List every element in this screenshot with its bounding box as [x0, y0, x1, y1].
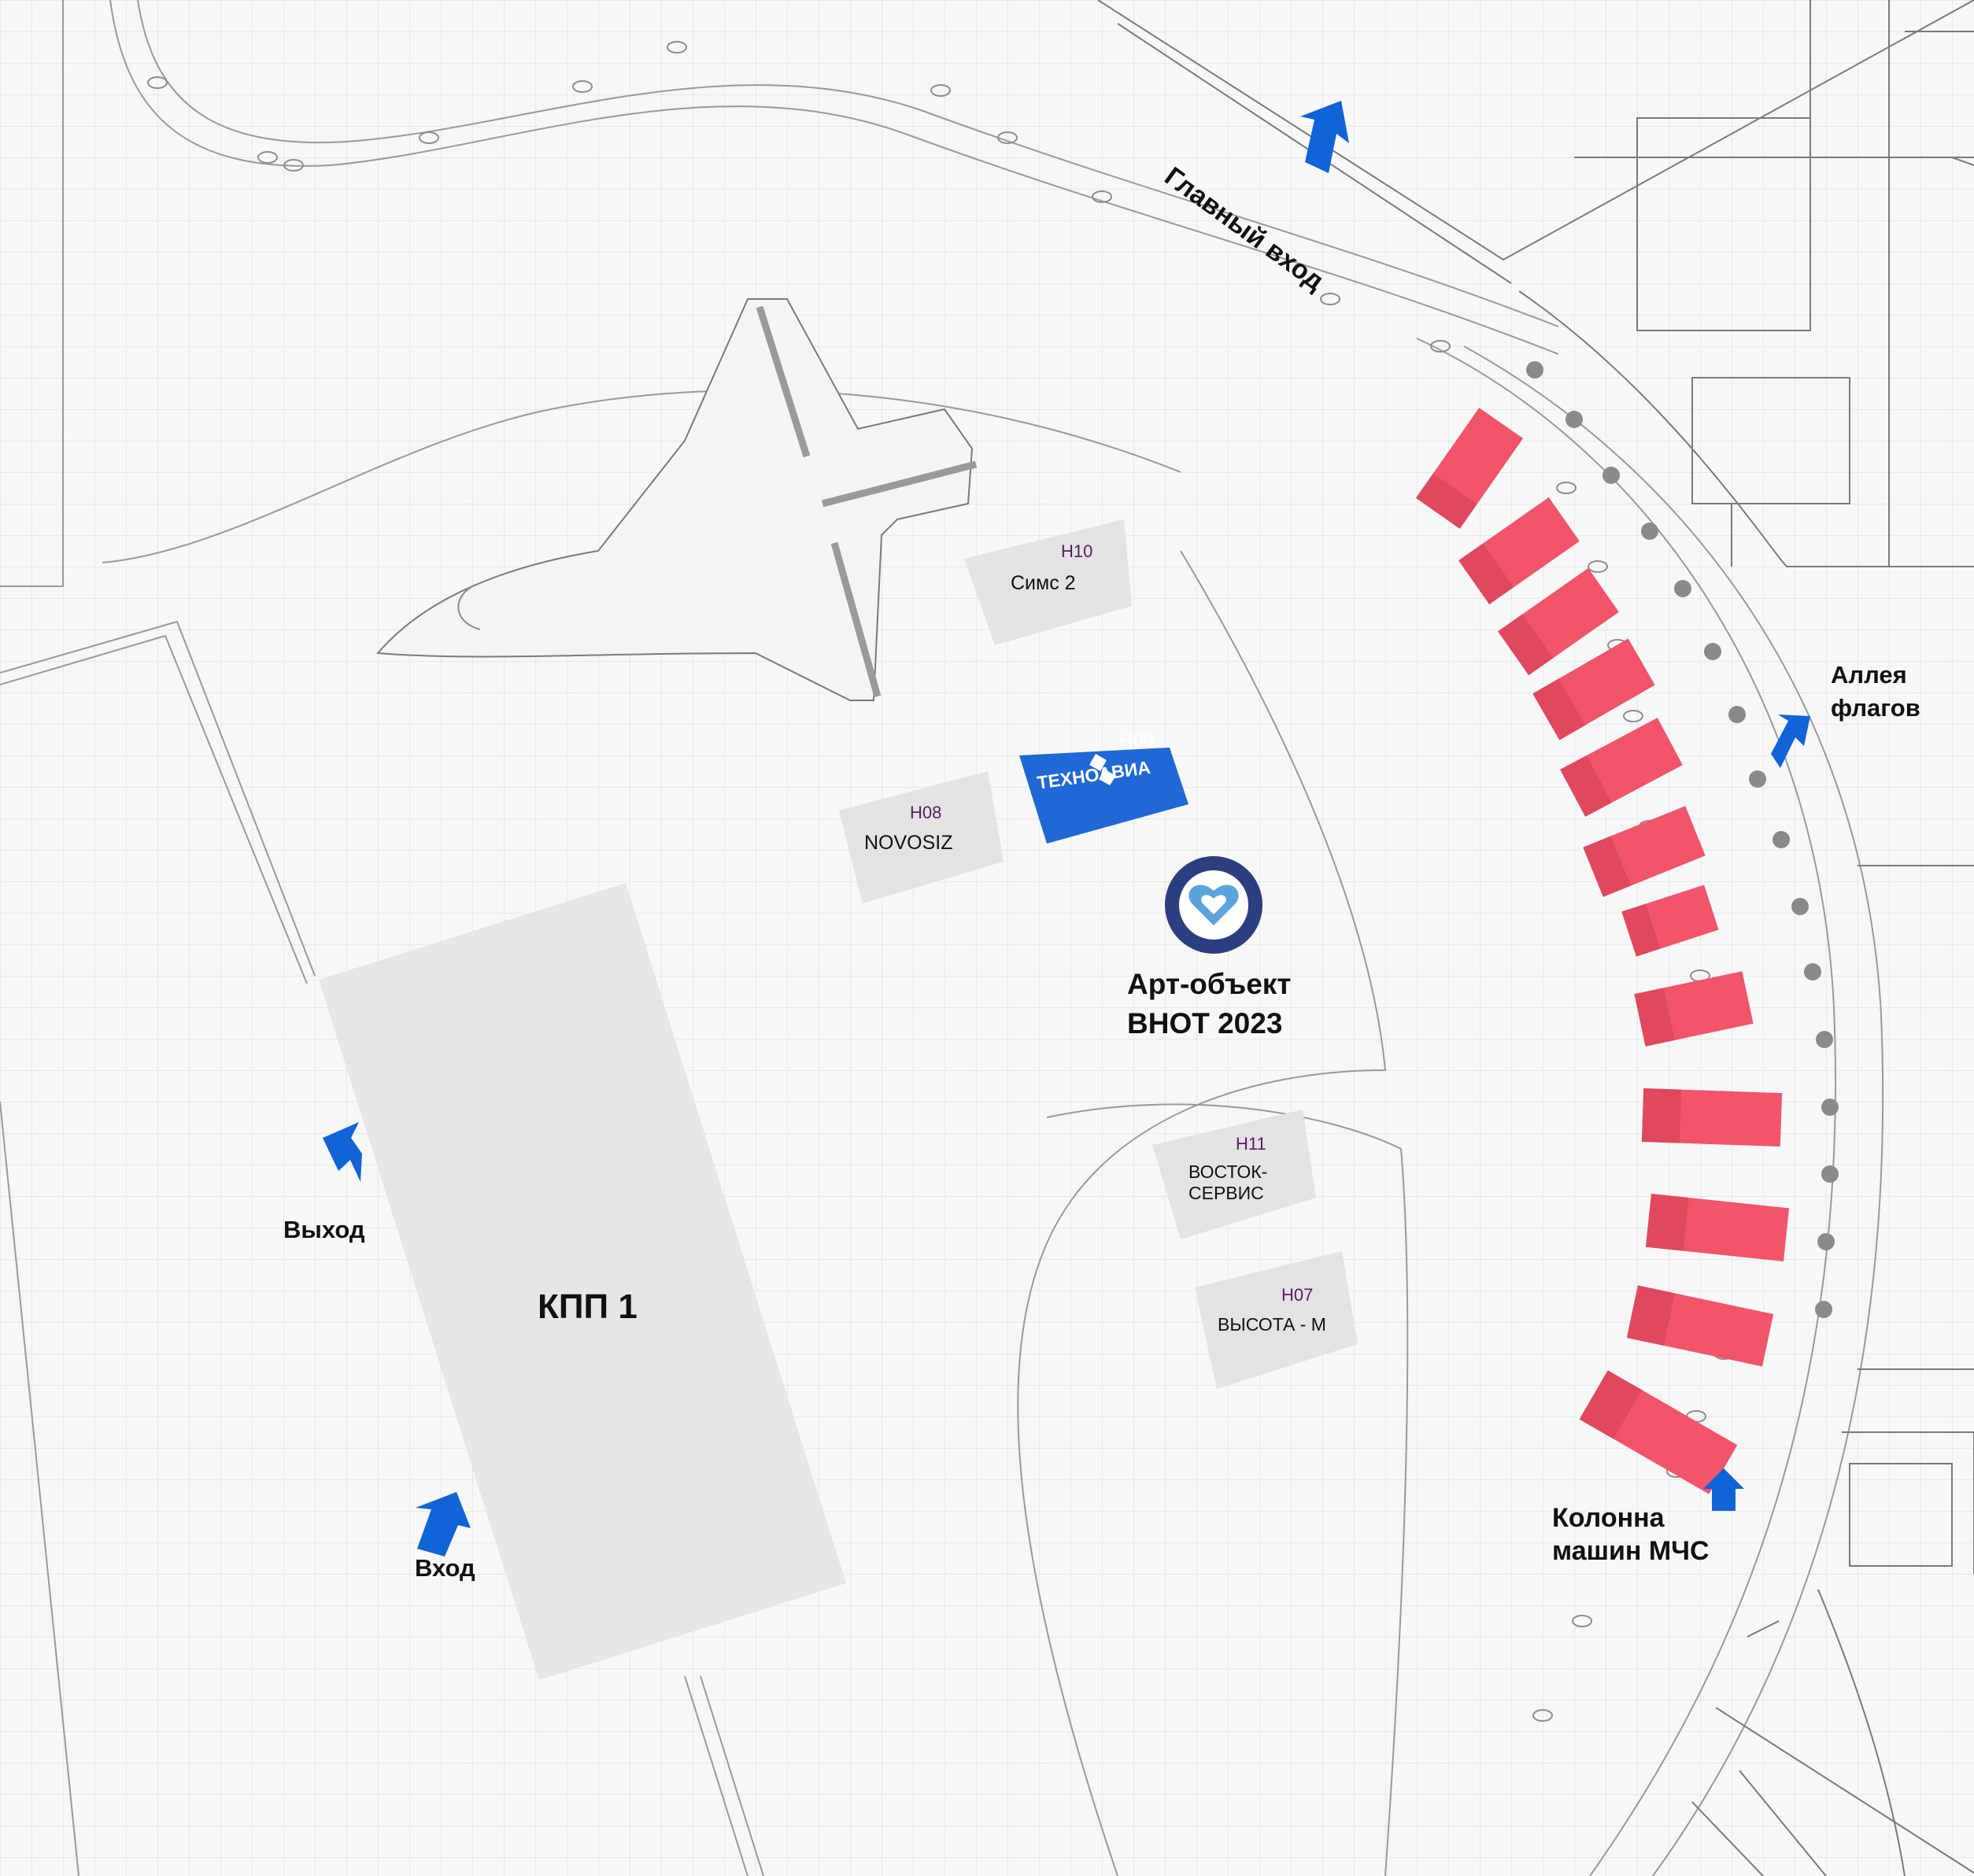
booth-h11-name: ВОСТОК-: [1188, 1161, 1268, 1182]
flag-poles: [1526, 361, 1839, 1318]
flag-alley-label-2: флагов: [1831, 694, 1920, 722]
fire-truck-marker: [1560, 718, 1683, 817]
booth-h08-name: NOVOSIZ: [864, 832, 953, 854]
booth-h08-code: H08: [910, 803, 942, 822]
booth-h09-code: H09: [1119, 729, 1155, 751]
booth-h07-name: ВЫСОТА - М: [1218, 1314, 1326, 1335]
booth-h10-name: Симс 2: [1011, 572, 1076, 594]
booth-h09-logo[interactable]: [1019, 748, 1188, 844]
arrow-icon: [1703, 1468, 1744, 1511]
arrow-icon: [1771, 715, 1810, 768]
exit-label: Выход: [283, 1216, 365, 1243]
plaza-outlines: [0, 0, 1884, 1876]
fire-truck-marker: [1532, 638, 1655, 740]
fire-truck-marker: [1634, 971, 1754, 1047]
gear-heart-logo: [1165, 856, 1262, 954]
technoavia-mark: [1089, 754, 1116, 785]
entrance-label: Вход: [415, 1554, 475, 1582]
booth-h10[interactable]: [964, 519, 1132, 645]
booth-h11-name-2: СЕРВИС: [1188, 1183, 1264, 1203]
booth-h07-code: H07: [1281, 1285, 1314, 1305]
fire-truck-marker: [1645, 1193, 1790, 1262]
fire-truck-marker: [1498, 567, 1619, 676]
fire-truck-marker: [1621, 884, 1719, 957]
art-object-label-2: ВНОТ 2023: [1127, 1007, 1283, 1040]
fire-truck-column: [1415, 408, 1790, 1494]
fire-truck-marker: [1626, 1285, 1774, 1367]
main-building: [1097, 0, 1974, 1876]
shuttle-icon: [375, 298, 978, 701]
arrow-icons: [323, 101, 1810, 1557]
mchs-column-label-2: машин МЧС: [1552, 1536, 1710, 1566]
kpp-building: [319, 883, 846, 1680]
mchs-column-label-1: Колонна: [1552, 1503, 1665, 1533]
flag-alley-label-1: Аллея: [1831, 661, 1907, 689]
fire-truck-marker: [1415, 408, 1524, 529]
kpp-label: КПП 1: [538, 1287, 638, 1326]
arrow-icon: [323, 1122, 362, 1182]
fire-truck-marker: [1641, 1088, 1783, 1147]
booth-h07[interactable]: [1195, 1251, 1358, 1389]
booth-h10-code: H10: [1061, 541, 1093, 561]
art-object-label-1: Арт-объект: [1127, 968, 1292, 1000]
fire-truck-marker: [1579, 1370, 1738, 1494]
fire-truck-marker: [1583, 806, 1706, 897]
arrow-icon: [416, 1492, 471, 1557]
arrow-icon: [1300, 101, 1349, 173]
booth-h11-code: H11: [1236, 1134, 1266, 1154]
booth-h11[interactable]: [1152, 1110, 1316, 1239]
booth-h08[interactable]: [839, 771, 1004, 903]
fire-truck-marker: [1458, 497, 1580, 605]
